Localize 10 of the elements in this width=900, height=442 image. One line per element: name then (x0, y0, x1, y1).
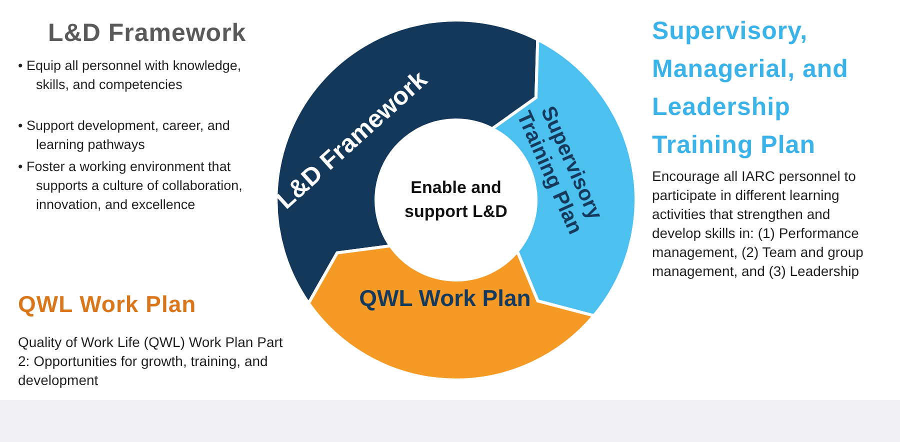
bullet-item: • Equip all personnel with knowledge, skills, and competencies (18, 57, 242, 94)
bullet-item: • Support development, career, and learning pathways (18, 117, 231, 154)
bullet-item: • Foster a working environment that supports a culture of collaboration, innovation, and excellence (18, 158, 244, 214)
section-heading: QWL Work Plan (18, 290, 198, 319)
section-heading: Supervisory, Managerial, and Leadership Training Plan (652, 16, 850, 161)
segment-label: QWL Work Plan (358, 285, 532, 311)
body-text: Encourage all IARC personnel to participate in different learning activities that strengthen and develop skills in: (1) Performance management, (2) Team and group management, and (3) Leadership (652, 167, 864, 281)
section-heading: L&D Framework (48, 18, 248, 49)
center-text: Enable and support L&D (404, 177, 508, 223)
body-text: Quality of Work Life (QWL) Work Plan Part 2: Opportunities for growth, training, and development (18, 333, 284, 390)
